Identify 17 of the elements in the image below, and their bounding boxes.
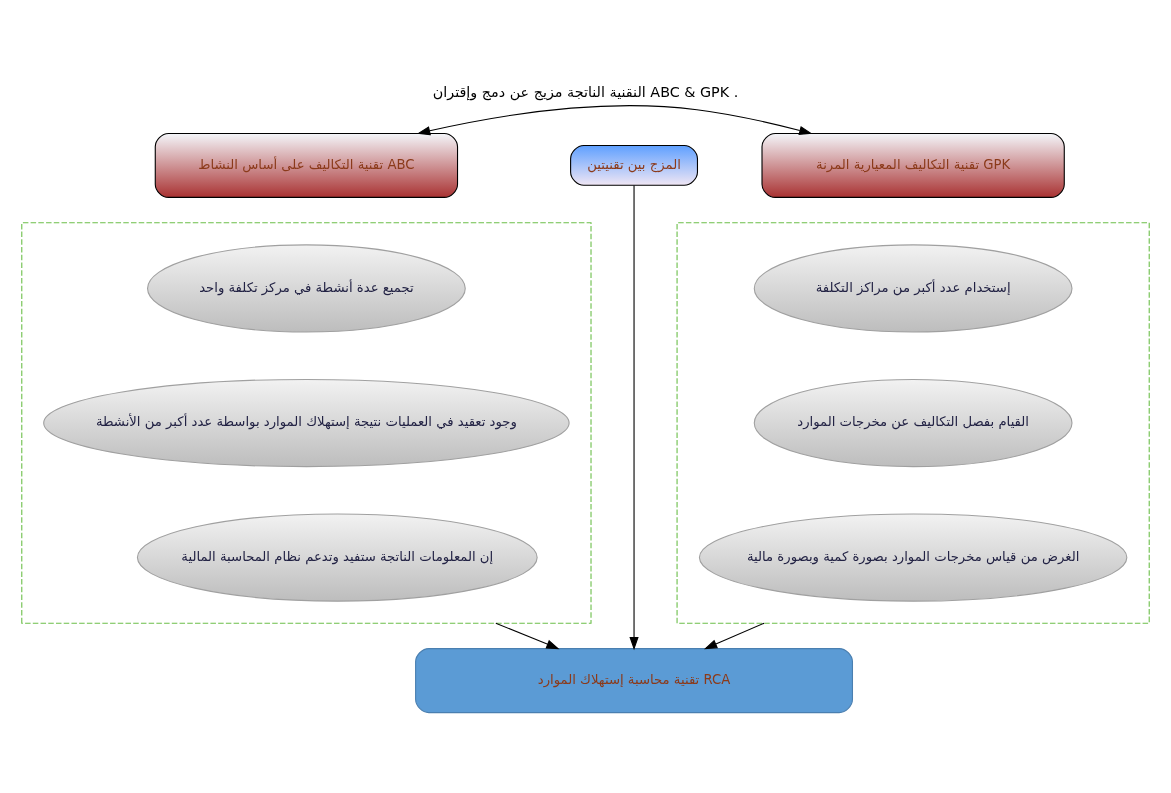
arrow [417,104,813,135]
node-ellipse: إن المعلومات الناتجة ستفيد وتدعم نظام المحاسبة المالية [136,512,538,602]
node-box: تقنية التكاليف على أساس النشاط ABC [154,132,459,198]
cluster [21,221,592,624]
node-ellipse: وجود تعقيد في العمليات نتيجة إستهلاك الموارد بواسطة عدد أكبر من الأنشطة [43,378,570,467]
node-ellipse: الغرض من قياس مخرجات الموارد بصورة كمية وبصورة مالية [698,512,1128,602]
cluster [676,221,1150,624]
arrow [629,184,639,650]
node-ellipse: إستخدام عدد أكبر من مراكز التكلفة [753,243,1073,333]
arrow [495,622,560,649]
node-box: تقنية محاسبة إستهلاك الموارد RCA [415,647,853,713]
arrow [704,622,765,649]
node-ellipse: القيام بفصل التكاليف عن مخرجات الموارد [753,378,1073,467]
diagram-title: النقنية الناتجة مزيج عن دمج وإقتران ABC & GPK . [432,83,739,100]
node-box: تقنية التكاليف المعيارية المرنة GPK [761,132,1065,198]
node-ellipse: تجميع عدة أنشطة في مركز تكلفة واحد [147,243,466,333]
node-box: المزج بين تقنيتين [570,144,698,186]
